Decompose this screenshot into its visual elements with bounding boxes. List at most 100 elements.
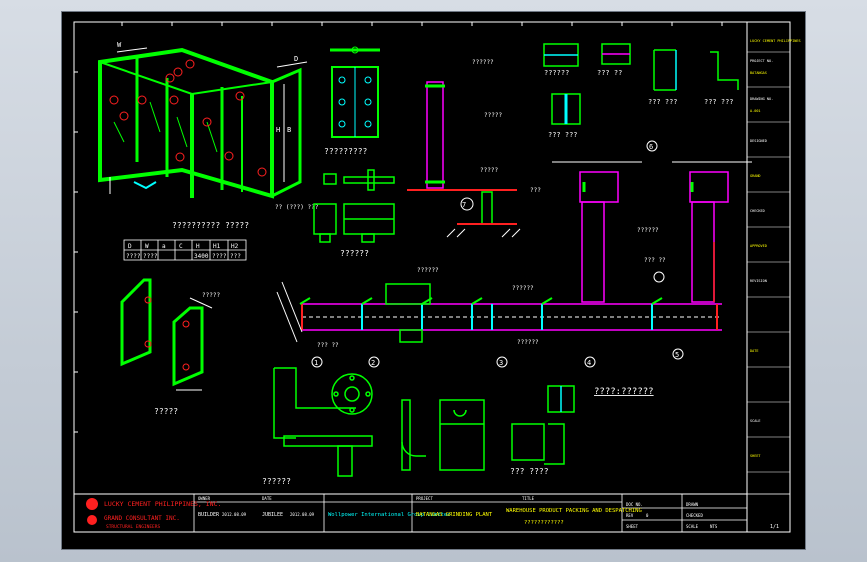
detail-title: ????? [154,407,178,416]
checked-label: CHECKED [686,513,703,518]
date-value: 2012.08.09 [222,512,247,517]
size-table-cell: 3400 [194,253,209,260]
section-number-7: 7 [462,201,466,209]
size-table [123,239,247,261]
side-cell: PROJECT NO. [750,59,773,63]
side-panel-text: LUCKY CEMENT PHILIPPINES PROJECT NO. BAT… [750,39,801,458]
plate-title: ??? ???? [510,467,549,476]
beam-note-left: ??? ?? [317,342,339,349]
side-cell: REVISION [750,279,767,283]
consultant-sub: STRUCTURAL ENGINEERS [106,524,160,530]
size-table-header: C [179,243,183,250]
section-number-2: 2 [371,359,375,367]
gap-title: ????:?????? [594,387,654,397]
size-table-cell: ??? [230,253,241,260]
cabinet-dim-d: D [294,55,298,63]
frame-elevation [552,140,752,303]
drawing-border [73,21,791,533]
rev-label: REV [626,513,634,518]
callout: ??? [530,187,541,194]
side-cell: DESIGNED [750,139,767,143]
size-table-header: W [145,243,149,250]
section-number-4: 4 [587,359,591,367]
section-number-5: 5 [675,351,679,359]
owner-value: Wollpower International Group Limited [328,512,451,518]
flange-title: ?????? [262,477,291,486]
section-number-1: 1 [314,359,318,367]
side-cell: LUCKY CEMENT PHILIPPINES [750,39,801,43]
size-table-header: H1 [213,243,221,250]
project-value: BATANGAS GRINDING PLANT [416,512,493,518]
title-sub: ???????????? [524,520,564,526]
profile-sections [543,43,739,125]
zone-ticks [74,22,723,433]
cabinet-dim-b: B [287,126,291,134]
cabinet-isometric [98,47,308,199]
side-cell: SHEET [750,454,761,458]
date-value-2: 2012.08.09 [290,512,315,517]
profile-label: ??? ??? [648,98,678,106]
side-cell: APPROVED [750,244,767,248]
side-cell: CHECKED [750,209,765,213]
hinge-title: ????????? [324,147,368,156]
side-cell: DATE [750,349,758,353]
rev-value: 0 [646,513,649,518]
jubilee-label: JUBILEE [262,512,283,518]
bracket-flange [273,367,575,477]
size-table-header: a [162,243,166,250]
sheet-label: SHEET [626,524,639,529]
side-cell: BATANGAS [750,71,767,75]
side-cell: A-001 [750,109,761,113]
profile-label: ??? ?? [597,69,622,77]
doc-no: DOC NO. [626,502,643,507]
hinge-plate [330,46,380,138]
title-block [73,493,791,533]
size-table-cell: ???? [143,253,158,260]
project-col: PROJECT [416,496,433,501]
section-number-3: 3 [499,359,503,367]
profile-label: ??? ??? [548,131,578,139]
callout: ?????? [472,59,494,66]
size-table-cell: ???? [126,253,141,260]
callout: ????? [480,167,498,174]
main-beam [276,281,722,368]
side-cell: DRAWING NO. [750,97,773,101]
drawn-label: DRAWN [686,502,699,507]
cabinet-dim-w: W [117,41,122,49]
title-value: WAREHOUSE PRODUCT PACKING AND DESPATCHIN… [506,508,642,514]
title-col: TITLE [522,496,535,501]
column-section-7 [407,81,521,238]
date-col: DATE [262,496,272,501]
angled-detail [120,278,213,391]
company-logo [86,498,98,510]
consultant-name: GRAND CONSULTANT INC. [104,515,180,522]
side-panel [747,51,790,473]
callout: ????? [484,112,502,119]
side-cell: GRAND [750,174,761,178]
size-table-header: D [128,243,132,250]
size-table-cells: D W a C H H1 H2 ???? ???? 3400 ???? ??? [126,243,241,260]
cabinet-dim-h: H [276,126,280,134]
scale-value: NTS [710,524,718,529]
small-note: ?? (???) ??? [275,204,319,211]
callout: ?????? [637,227,659,234]
profile-label: ??? ??? [704,98,734,106]
scale-label: SCALE [686,524,699,529]
size-table-cell: ???? [212,253,227,260]
callout: ?????? [517,339,539,346]
drawing-sheet: W D H B ?????????? ????? ?? (???) ??? D … [62,12,805,549]
section-number-6: 6 [649,143,653,151]
beam-note-right: ??? ?? [644,257,666,264]
company-name: LUCKY CEMENT PHILIPPINES, INC. [104,500,221,508]
sheet-value: 1/1 [770,524,779,530]
side-cell: SCALE [750,419,761,423]
latch [313,169,395,243]
callout: ?????? [512,285,534,292]
size-table-header: H [196,243,200,250]
pipe-note: ?????? [417,267,439,274]
cabinet-title: ?????????? ????? [172,221,249,230]
size-table-header: H2 [231,243,239,250]
consultant-logo [87,515,97,525]
latch-title: ?????? [340,249,369,258]
profile-label: ?????? [544,69,569,77]
